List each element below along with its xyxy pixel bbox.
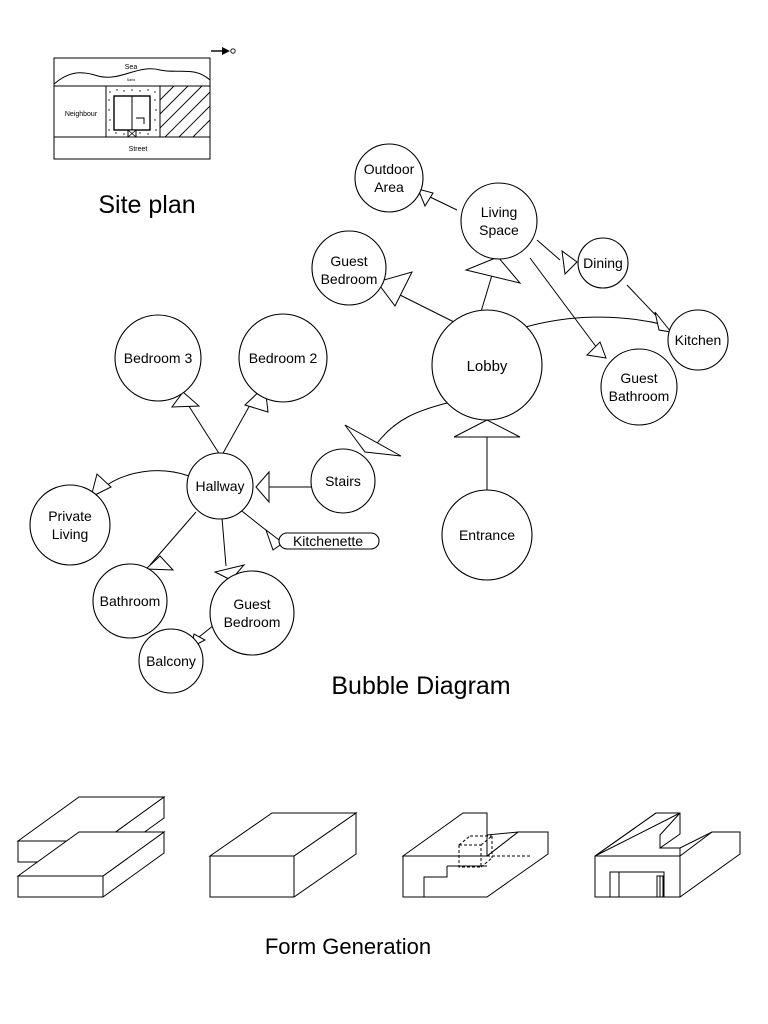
arrow-hallway-private-living [90, 473, 112, 498]
bubble-hallway: Hallway [186, 452, 254, 520]
bubble-guest-bathroom: Guest Bathroom [600, 348, 678, 426]
bubble-diagram: Outdoor Area Living Space Dining Guest B… [29, 143, 729, 700]
bubble-label: Guest [620, 370, 657, 386]
bubble-balcony: Balcony [138, 628, 204, 694]
bubble-label: Area [374, 179, 404, 195]
bubble-label: Private [48, 508, 92, 524]
bubble-kitchenette: Kitchenette [278, 532, 380, 550]
bubble-guest-bedroom-lower: Guest Bedroom [209, 570, 295, 656]
form-step-2 [208, 812, 358, 898]
bubble-label: Dining [583, 255, 623, 271]
neighbour-label: Neighbour [65, 111, 98, 118]
bubble-label: Living [52, 526, 89, 542]
street-label: Street [129, 146, 148, 153]
sea-label: Sea [125, 64, 138, 71]
site-entry-hatch [127, 129, 137, 138]
bubble-bathroom: Bathroom [92, 563, 168, 639]
bubble-label: Guest [233, 596, 270, 612]
site-plan-caption: Site plan [98, 191, 195, 219]
form-step-4 [594, 812, 741, 898]
bubble-dining: Dining [577, 237, 629, 289]
bubble-guest-bedroom-upper: Guest Bedroom [311, 230, 387, 306]
form-step-1 [16, 796, 166, 898]
bubble-living-space: Living Space [460, 182, 538, 260]
arrow-hallway-kitchenette [264, 528, 284, 551]
bubble-label: Bedroom [321, 271, 378, 287]
bubble-label: Space [479, 222, 519, 238]
bubble-diagram-caption: Bubble Diagram [331, 672, 510, 700]
hatch-lines [159, 85, 211, 138]
arrow-hallway-bedroom3 [170, 391, 201, 408]
north-arrow-icon [211, 47, 236, 55]
arrow-lobby-guest-bedroom [376, 271, 413, 307]
arrow-hallway-bathroom [144, 555, 175, 571]
arrow-living-dining [561, 249, 578, 276]
bubble-outdoor-area: Outdoor Area [354, 143, 424, 213]
bubble-label: Hallway [195, 478, 244, 494]
bubble-kitchen: Kitchen [667, 309, 729, 371]
arrow-dining-kitchen [654, 311, 673, 333]
bubble-label: Stairs [325, 473, 361, 489]
sea-shoreline [53, 68, 211, 85]
form-generation: Form Generation [16, 796, 741, 959]
bubble-label: Lobby [467, 358, 508, 375]
bubble-label: Kitchenette [293, 533, 363, 549]
arrow-lobby-stairs [344, 424, 402, 457]
form-generation-caption: Form Generation [265, 934, 431, 959]
sand-label: Sand [127, 78, 135, 82]
arrow-entrance-lobby [453, 419, 521, 438]
hatched-neighbour-plot [159, 85, 211, 138]
arrow-living-guest-bath [585, 341, 607, 359]
bubble-bedroom-2: Bedroom 2 [238, 313, 328, 403]
form-step-3 [401, 812, 549, 898]
bubble-label: Living [481, 204, 518, 220]
bubble-label: Balcony [146, 653, 196, 669]
bubble-label: Outdoor [364, 161, 415, 177]
arrow-stairs-hallway [255, 470, 270, 504]
bubble-entrance: Entrance [441, 489, 533, 581]
site-plan: Sea Sand Neighbour Street Site plan [53, 47, 236, 219]
house-stair-mark [136, 117, 145, 124]
bubble-label: Bedroom 2 [249, 350, 318, 366]
bubble-label: Kitchen [675, 332, 722, 348]
arrowheads [90, 188, 673, 648]
bubble-lobby: Lobby [431, 309, 543, 421]
bubble-label: Bedroom 3 [124, 350, 193, 366]
arrow-hallway-guest-bedroom [213, 564, 246, 581]
bubble-label: Bathroom [609, 388, 670, 404]
bubble-bedroom-3: Bedroom 3 [114, 314, 202, 402]
arrow-lobby-living [464, 256, 522, 284]
bubble-label: Entrance [459, 527, 515, 543]
bubble-private-living: Private Living [29, 484, 111, 566]
arrow-living-outdoor [417, 188, 434, 208]
bubble-label: Bedroom [224, 614, 281, 630]
bubble-stairs: Stairs [310, 448, 376, 514]
bubble-label: Guest [330, 253, 367, 269]
plot-dots [108, 89, 157, 135]
bubble-label: Bathroom [100, 593, 161, 609]
